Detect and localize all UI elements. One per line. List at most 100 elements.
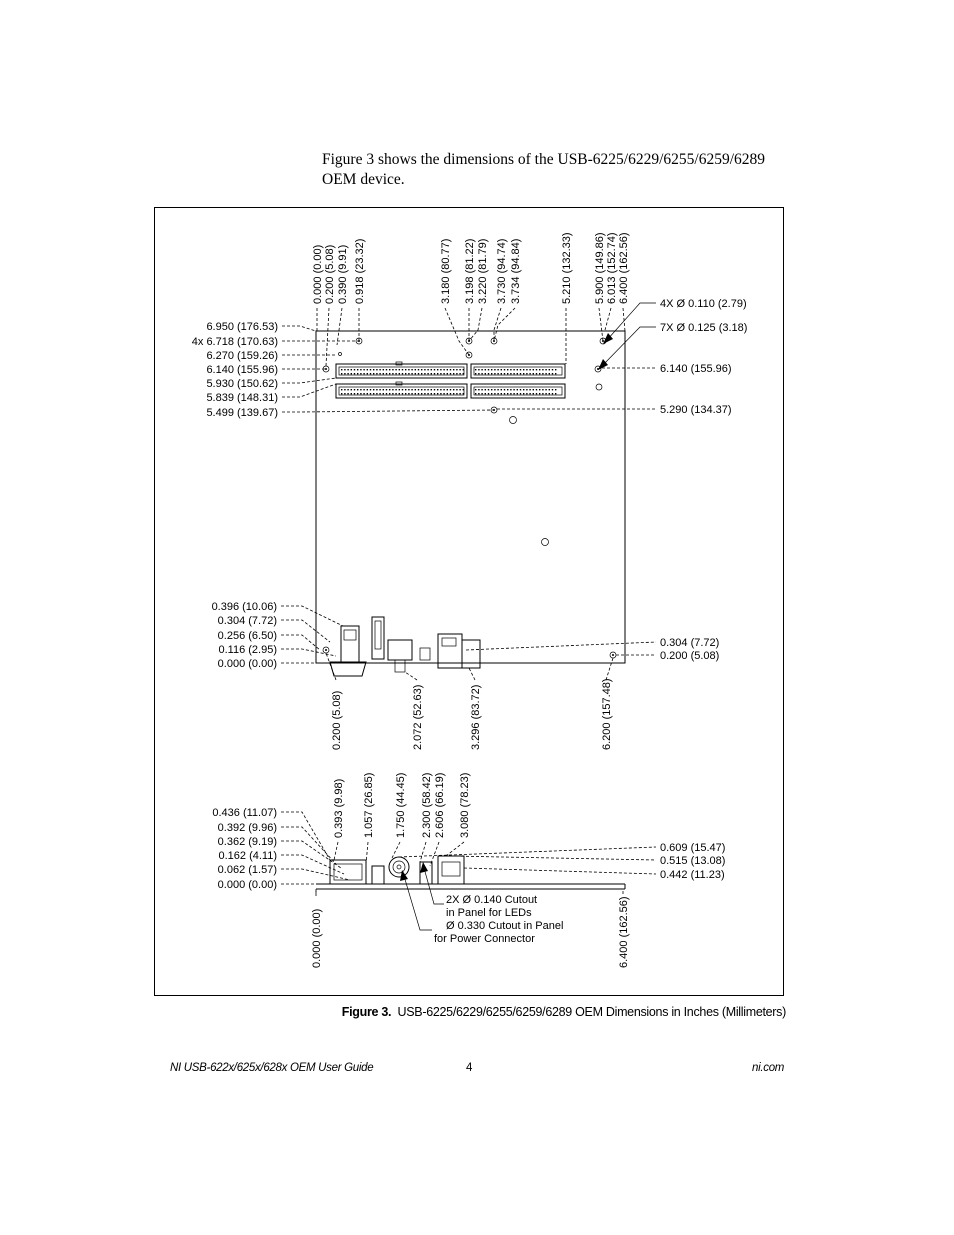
mounting-hole [490,406,498,414]
connector-pin [433,389,436,391]
connector-pin [510,373,512,375]
lower-left-dimension-label: 0.304 (7.72) [218,615,277,627]
connector-pin [462,373,464,375]
connector-pin [487,389,490,391]
connector-pin [526,393,528,395]
leader-line [281,840,342,869]
connector-pin [376,369,378,371]
connector-pin [363,393,365,395]
connector-pin [350,373,352,375]
leader-line [281,648,337,657]
connector-pin [456,389,458,391]
connector-pin [449,389,452,391]
connector-pin [526,373,528,375]
connector-pin [341,369,343,371]
connector-pin [443,373,445,375]
connector-pin [535,369,538,371]
left-dimension-label: 6.950 (176.53) [206,321,278,333]
connector-pin [551,373,554,375]
connector-pin [366,373,368,375]
connector-pin [430,373,432,375]
leader-line [365,841,369,865]
side-left-dimension-label: 0.000 (0.00) [218,879,277,891]
footer-page-number: 4 [466,1062,473,1074]
connector-pin [405,393,407,395]
connector-pin [408,369,410,371]
connector-pin [430,369,432,371]
connector-pin [548,369,550,371]
leader-line [281,634,321,651]
connector-pin [519,393,522,395]
connector-pin [395,373,397,375]
leader-line [391,841,401,859]
connector-pin [503,393,506,395]
connector-pin [421,389,423,391]
connector-pin [401,393,404,395]
connector-pin [433,373,436,375]
connector-pin [440,373,442,375]
top-dimension-label: 5.210 (132.33) [561,232,573,304]
connector-pin [551,389,554,391]
connector-pin [395,393,397,395]
connector-right-upper [470,363,566,379]
connector-pin [411,389,413,391]
connector-pin [529,369,531,371]
top-dimension-label: 3.180 (80.77) [440,239,452,304]
mounting-hole [594,365,602,373]
connector-pin [555,393,557,395]
leader-line [325,307,330,367]
leader-line [281,854,345,875]
connector-pin [350,389,352,391]
connector-pin [398,393,400,395]
top-dimension-label: 6.400 (162.56) [618,232,630,304]
tooling-hole [509,416,517,424]
connector-pin [350,393,352,395]
left-dimension-label: 6.270 (159.26) [206,350,278,362]
connector-pin [424,389,426,391]
connector-pin [500,373,502,375]
leader-line [445,841,465,857]
leader-line [444,307,470,356]
connector-pin [446,369,448,371]
connector-pin [414,373,416,375]
connector-pin [373,393,375,395]
connector-pin [519,369,522,371]
connector-pin [453,389,455,391]
connector-pin [462,393,464,395]
tooling-hole [338,352,342,356]
cutout-note: 2X Ø 0.140 Cutout [446,894,537,906]
bottom-dimension-label: 6.200 (157.48) [601,678,613,750]
leader-line [333,841,339,861]
connector-pin [519,389,522,391]
connector-pin [395,389,397,391]
top-dimension-label: 6.013 (152.74) [606,232,618,304]
cutout-note: Ø 0.330 Cutout in Panel [446,920,563,932]
leader-line [419,841,427,863]
connector-pin [459,369,461,371]
mounting-holes [322,337,617,659]
leader-line [281,619,331,643]
leader-line [282,409,495,413]
connector-pin [414,393,416,395]
connector-pin [398,373,400,375]
connector-pin [542,369,544,371]
connector-pin [430,389,432,391]
side-top-dimension-label: 2.300 (58.42) [421,773,433,838]
connector-pin [532,389,534,391]
connector-pin [513,393,515,395]
connector-pin [491,393,493,395]
connector-pin [392,369,394,371]
connector-pin [481,393,483,395]
connector-pin [519,373,522,375]
connector-pin [344,369,346,371]
connector-pin [369,369,372,371]
connector-pin [503,369,506,371]
connector-pin [369,373,372,375]
connector-pin [545,389,547,391]
top-dimension-label: 0.918 (23.32) [354,239,366,304]
connector-pin [341,393,343,395]
connector-pin [497,393,499,395]
bottom-dimension-label: 2.072 (52.63) [412,685,424,750]
connector-pin [392,373,394,375]
connector-pin [379,369,381,371]
